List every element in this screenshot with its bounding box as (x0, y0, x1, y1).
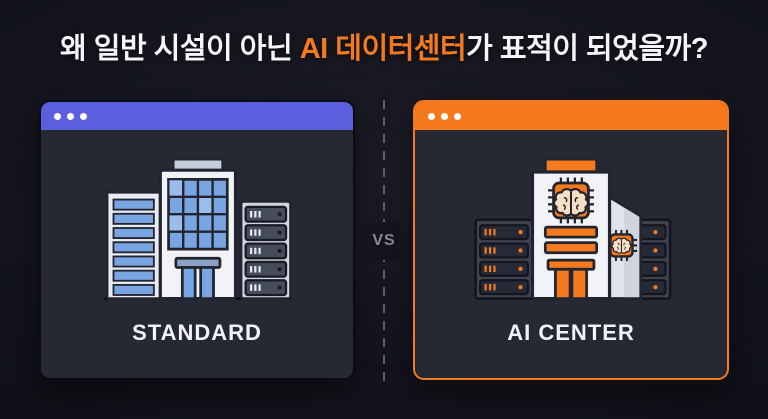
window-dot (67, 112, 74, 120)
window-dot (454, 112, 461, 120)
server-unit (244, 242, 288, 260)
server-unit (479, 242, 530, 259)
vs-label: VS (368, 222, 400, 260)
door-lintel (174, 256, 222, 269)
ai-center-card-body: AI CENTER (415, 130, 727, 376)
ai-center-card: AI CENTER (413, 100, 729, 380)
ai-center-card-header (415, 102, 727, 130)
title-highlight: AI 데이터센터 (299, 33, 467, 65)
door-column (199, 266, 215, 301)
server-unit (244, 279, 288, 297)
office-tower-icon (158, 157, 238, 301)
vs-divider: VS (368, 100, 400, 382)
server-unit (244, 260, 288, 278)
ai-chip-icon (548, 177, 594, 224)
server-unit (479, 224, 530, 241)
door-panel (570, 267, 588, 301)
server-unit (244, 224, 288, 242)
window-dot (80, 112, 87, 120)
server-tower-icon (239, 200, 292, 301)
server-unit (244, 205, 288, 223)
facade-bar (543, 225, 599, 239)
door-panel (554, 267, 572, 301)
standard-card: STANDARD (39, 100, 355, 380)
window-dot (428, 112, 435, 120)
facade-bar (543, 241, 599, 255)
standard-card-header (41, 102, 353, 130)
ai-datacenter-illustration (474, 157, 672, 301)
window-dot (54, 112, 61, 120)
server-unit (479, 279, 530, 296)
annex-building-icon (105, 190, 162, 301)
server-rack-icon (474, 218, 534, 301)
page-title: 왜 일반 시설이 아닌 AI 데이터센터가 표적이 되었을까? (0, 28, 768, 70)
door-column (180, 266, 197, 301)
server-unit (479, 260, 530, 277)
ai-tower-icon (530, 157, 612, 301)
standard-card-body: STANDARD (41, 130, 353, 376)
ai-center-card-label: AI CENTER (507, 320, 635, 345)
office-building-illustration (103, 157, 292, 301)
title-prefix: 왜 일반 시설이 아닌 (60, 33, 300, 65)
standard-card-label: STANDARD (132, 320, 262, 345)
title-suffix: 가 표적이 되었을까? (466, 33, 708, 65)
window-dot (441, 112, 448, 120)
